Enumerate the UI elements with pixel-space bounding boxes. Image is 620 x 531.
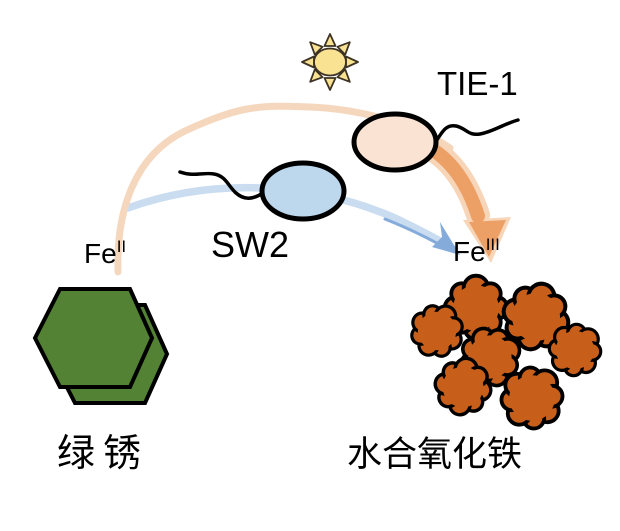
sw2-arrowhead	[432, 222, 460, 255]
sun-ray	[336, 68, 351, 83]
green-rust-hexagon-front	[32, 287, 155, 389]
sw2-cell	[259, 160, 347, 222]
fe2-superscript: II	[117, 237, 126, 256]
iron-oxide-clumps	[399, 273, 615, 445]
sun-ray	[336, 41, 351, 56]
tie1-flagellum	[433, 118, 520, 145]
sw2-pathway-arc	[124, 183, 457, 253]
fe2-label: FeII	[84, 237, 126, 269]
iron-oxide-label: 水合氧化铁	[347, 435, 522, 474]
sun-ray	[345, 55, 359, 69]
tie1-label: TIE-1	[437, 65, 518, 102]
sun-core	[313, 47, 347, 77]
sw2-label: SW2	[211, 224, 289, 265]
tie1-arrowhead	[469, 220, 506, 257]
sun-ray	[323, 33, 337, 47]
green-rust-label: 绿锈	[57, 433, 149, 475]
sun-ray	[309, 68, 324, 83]
sun-ray	[309, 41, 324, 56]
sw2-flagellum	[178, 170, 265, 200]
fe2-base: Fe	[84, 238, 117, 269]
sun-ray	[301, 55, 315, 69]
tie1-cell	[351, 111, 439, 173]
sun-icon	[301, 33, 359, 91]
sun-ray	[323, 77, 337, 91]
green-rust-hexagons	[32, 287, 170, 405]
fe3-label: FeIII	[453, 235, 500, 267]
fe3-base: Fe	[453, 236, 486, 267]
fe3-superscript: III	[486, 235, 500, 254]
